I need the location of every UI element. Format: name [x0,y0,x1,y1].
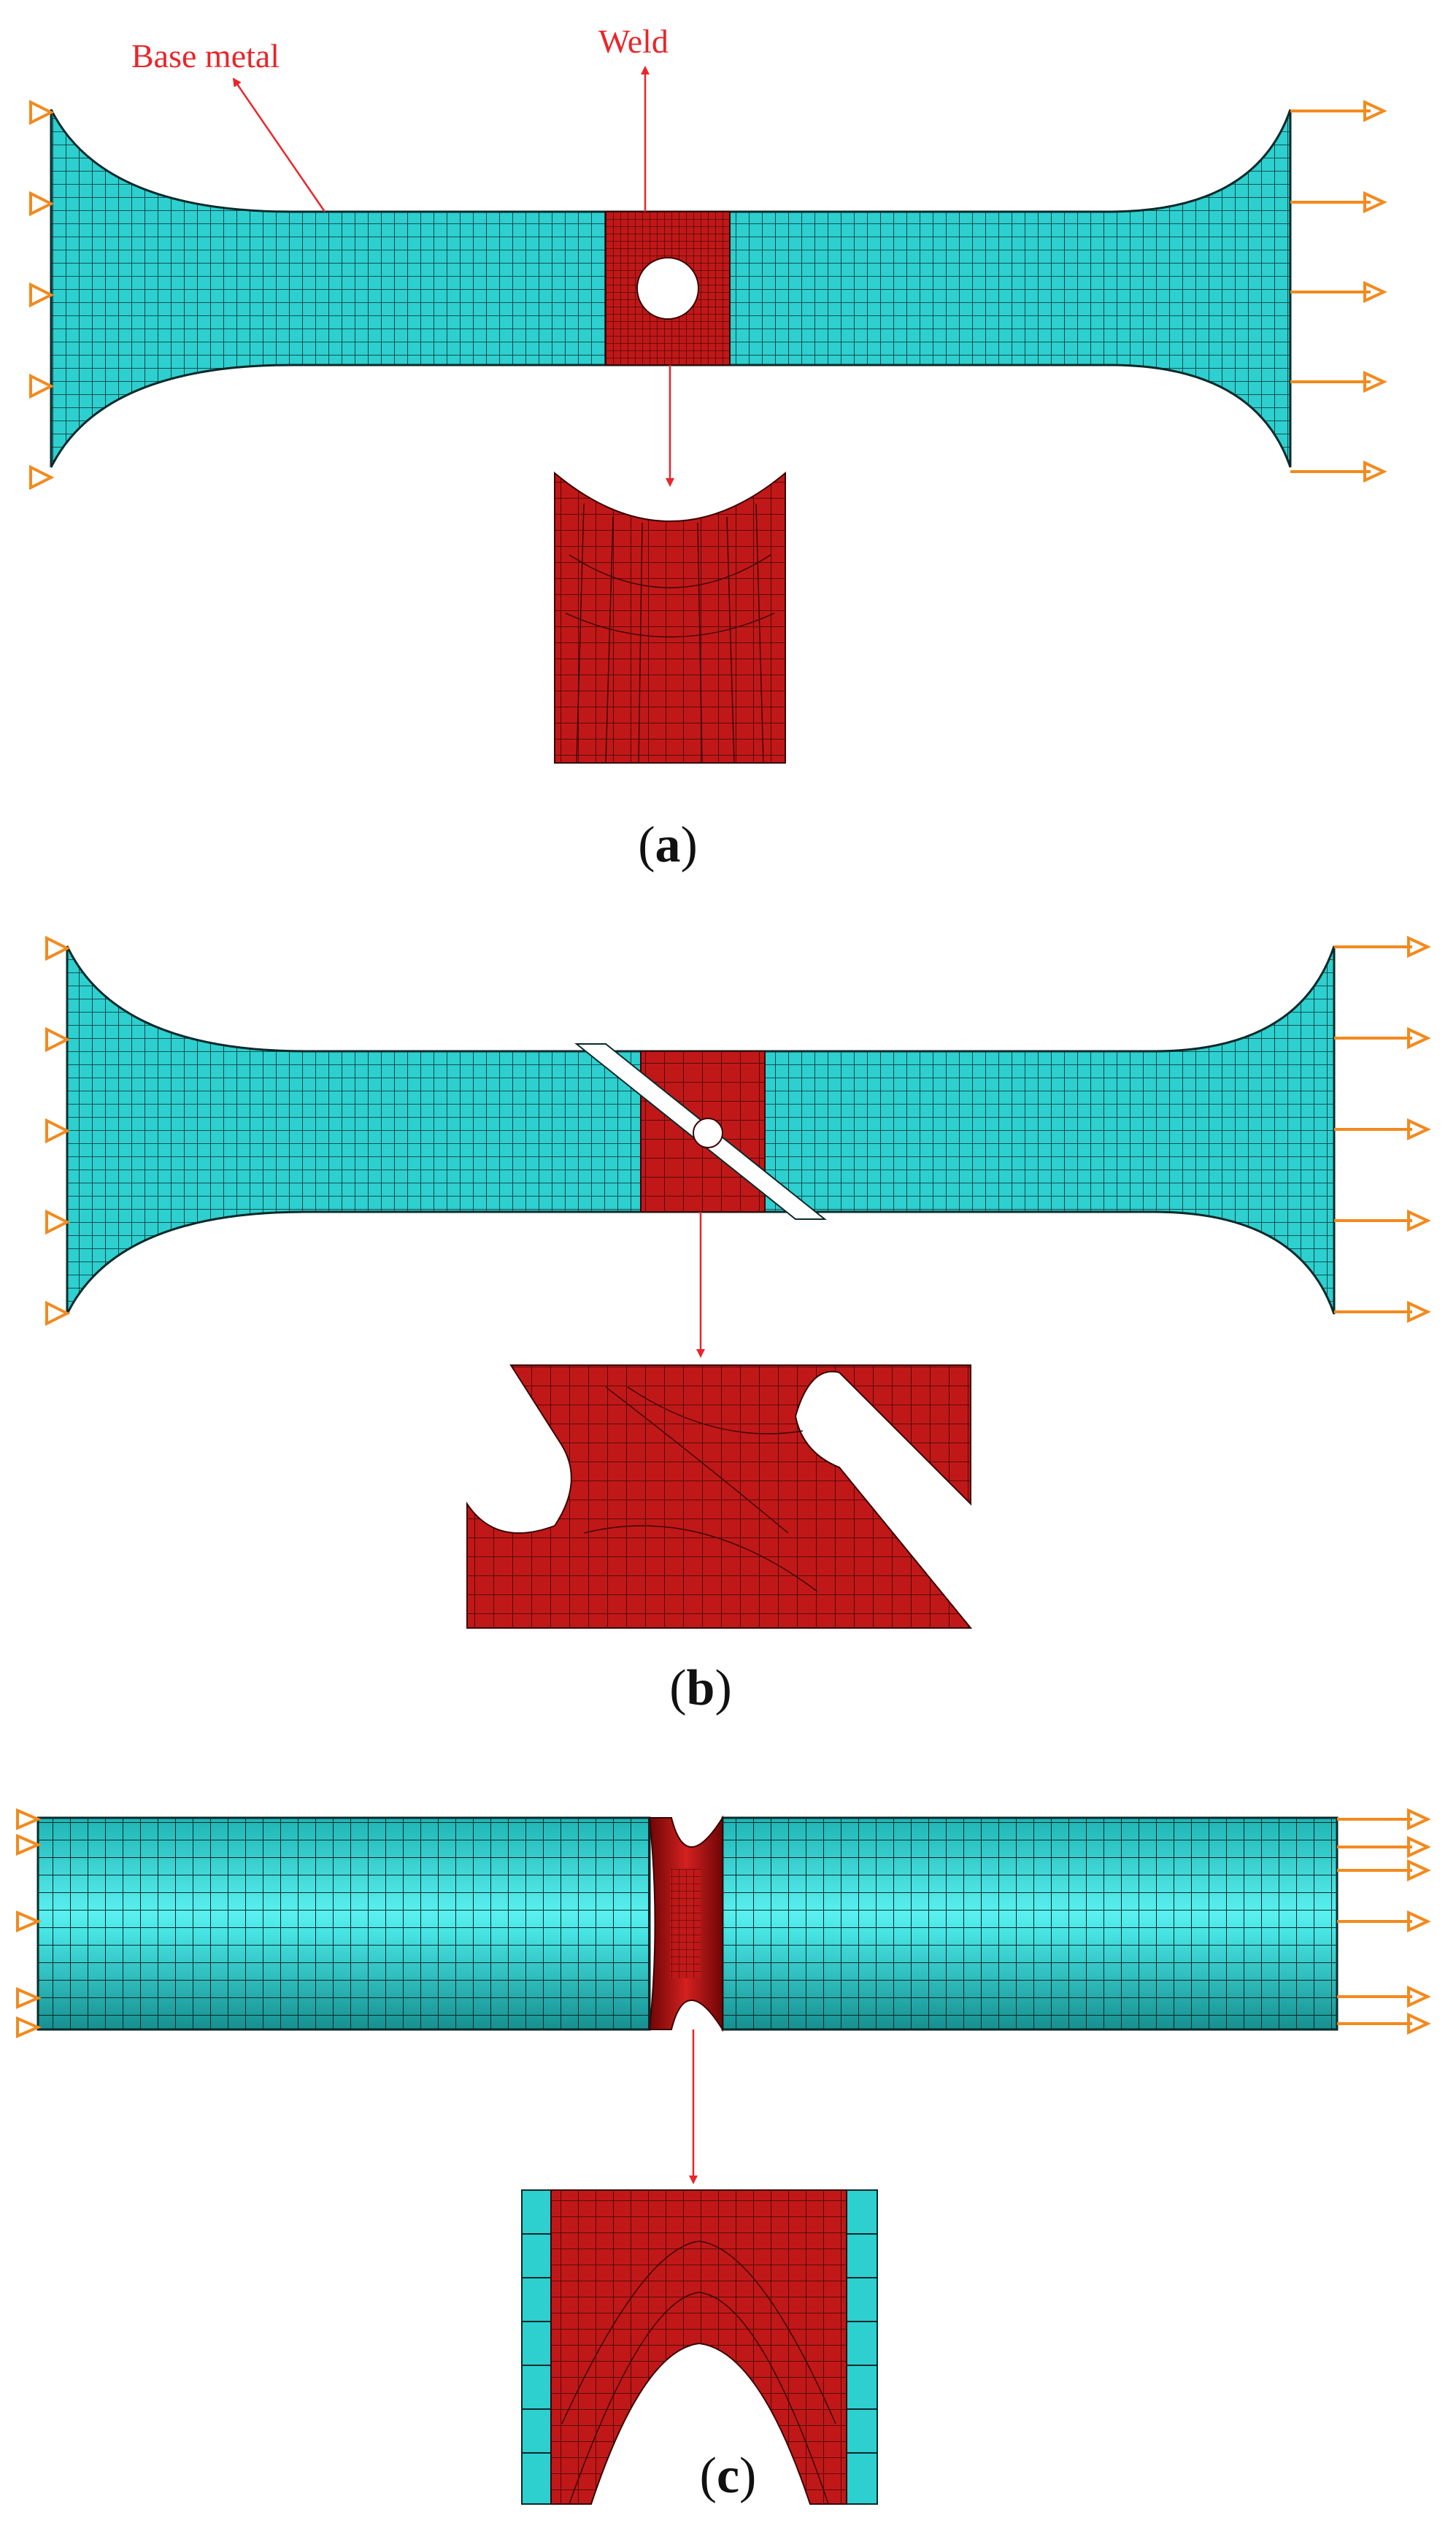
fixed-support-icon [45,935,71,1326]
load-arrow-icon [1290,99,1387,483]
caption-c-letter: c [716,2448,740,2504]
specimen-c-mesh-left [38,1818,650,2029]
zoom-c-weld-detail [550,2189,847,2505]
zoom-b-mesh-curves [583,1386,818,1592]
caption-c-text: (c) [699,2448,757,2504]
specimen-c-weld-neck [670,1869,701,1978]
zoom-c-base-metal-left [521,2189,552,2505]
label-base-metal: Base metal [131,37,280,74]
load-arrow-icon [1337,1808,1431,2035]
zoom-b-weld-detail [466,1364,973,1629]
caption-b: (b) [669,1660,732,1716]
load-arrow-icon [1334,935,1431,1324]
fixed-support-icon [29,99,55,491]
zoom-c-base-metal-right [846,2189,878,2505]
leader-base-metal [232,77,326,212]
label-weld: Weld [598,23,669,60]
panel-b: (b) [45,935,1431,1716]
caption-a: (a) [638,817,698,873]
specimen-a-hole [636,257,699,320]
zoom-c-mesh-curves [561,2240,836,2505]
specimen-a-weld-zone [605,211,731,366]
fixed-support-icon [16,1808,42,2039]
specimen-b-notch-tip [693,1118,723,1148]
zoom-a-weld-detail [554,471,786,764]
specimen-c-mesh-right [723,1818,1337,2029]
panel-a: Base metal Weld (a) [29,23,1387,873]
zoom-a-radial-lines [565,503,775,764]
zoom-c-base-mesh [522,2233,877,2454]
panel-c [16,1808,1431,2505]
